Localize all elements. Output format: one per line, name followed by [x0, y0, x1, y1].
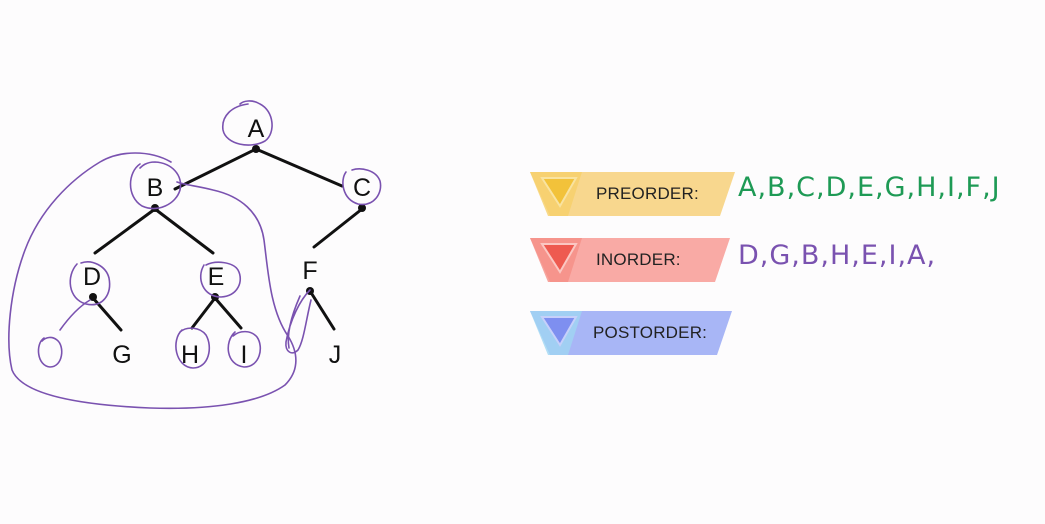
circle-around-c: [342, 168, 382, 206]
circle-around-h: [175, 327, 210, 369]
node-d: D: [83, 263, 101, 291]
dot-d: [89, 293, 97, 301]
preorder-sequence: A,B,C,D,E,G,H,I,F,J: [738, 172, 1001, 203]
circle-around-e: [199, 261, 242, 298]
circle-around-b: [129, 161, 182, 210]
tick-line-d-left: [59, 299, 91, 331]
small-circle-left-leaf: [37, 336, 63, 368]
node-c: C: [353, 174, 371, 202]
postorder-banner: POSTORDER:: [530, 311, 732, 355]
node-f: F: [302, 257, 317, 285]
dot-c: [358, 204, 366, 212]
edge-e-h: [190, 296, 217, 330]
edge-a-c: [254, 147, 344, 188]
node-b: B: [147, 174, 164, 202]
edge-c-f: [312, 207, 364, 249]
circle-around-i: [227, 330, 261, 368]
node-g: G: [112, 341, 131, 369]
inorder-label: INORDER:: [596, 250, 681, 269]
node-i: I: [241, 341, 248, 369]
postorder-label: POSTORDER:: [593, 323, 708, 342]
junction-dots: [89, 145, 366, 301]
preorder-label: PREORDER:: [596, 184, 699, 203]
edge-d-g: [91, 296, 123, 332]
edge-f-j: [308, 289, 336, 331]
dot-a: [252, 145, 260, 153]
preorder-banner-shape: [530, 172, 735, 216]
circle-around-a: [222, 100, 273, 146]
scribble-near-f: [285, 289, 312, 354]
traversal-loop-path: [8, 152, 297, 410]
inorder-banner-shape: [530, 238, 730, 282]
preorder-banner: PREORDER:: [530, 172, 735, 216]
inorder-banner: INORDER:: [530, 238, 730, 282]
edge-e-i: [213, 296, 243, 330]
node-e: E: [208, 263, 225, 291]
edge-a-b: [173, 147, 258, 191]
edge-b-e: [153, 207, 215, 255]
inorder-sequence: D,G,B,H,E,I,A,: [738, 240, 937, 271]
tree-node-labels: A B C D E F G H I J: [83, 115, 371, 369]
circle-around-d: [69, 261, 111, 306]
node-h: H: [181, 341, 199, 369]
edge-b-d: [93, 207, 157, 255]
node-a: A: [248, 115, 265, 143]
postorder-banner-shape: [530, 311, 732, 355]
handwritten-annotations: [8, 100, 382, 410]
tree-edges: [91, 147, 364, 332]
node-j: J: [329, 341, 342, 369]
